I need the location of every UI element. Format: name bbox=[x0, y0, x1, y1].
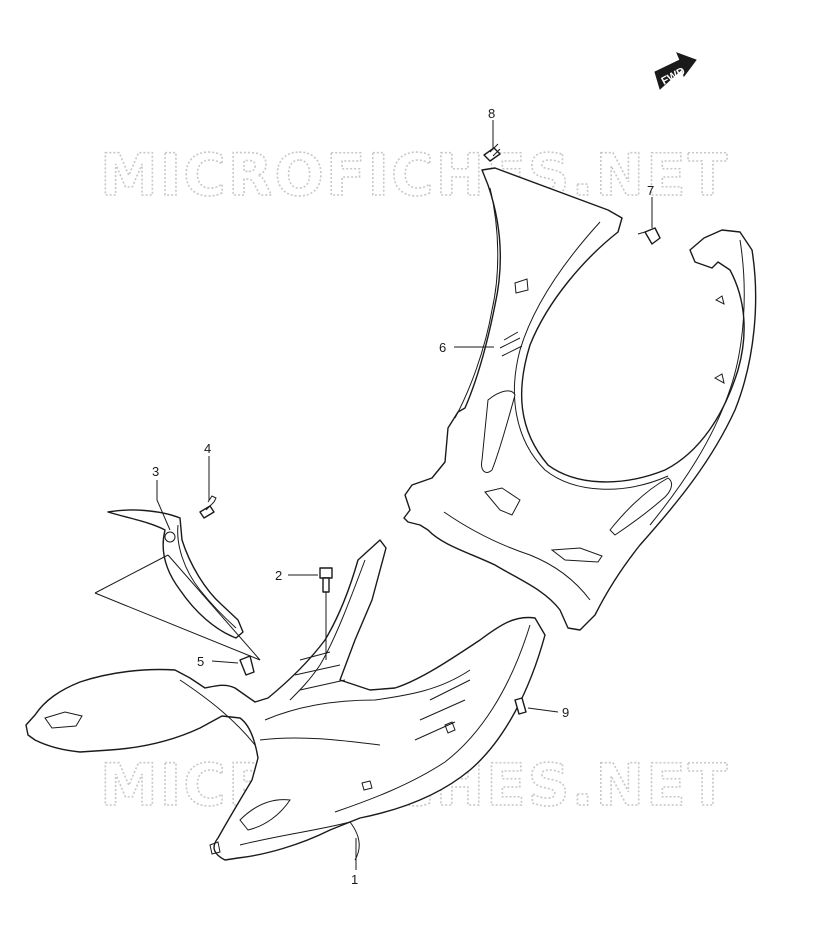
part-5-clip bbox=[239, 655, 255, 676]
callout-8: 8 bbox=[488, 106, 495, 121]
part-6-inner-cover bbox=[403, 167, 757, 631]
callout-9: 9 bbox=[562, 705, 569, 720]
callout-7: 7 bbox=[647, 183, 654, 198]
part-1-floor-panel bbox=[25, 539, 546, 861]
part-7-fastener bbox=[637, 227, 661, 245]
part-2-bolt bbox=[319, 567, 333, 660]
callout-1: 1 bbox=[351, 872, 358, 887]
callout-3: 3 bbox=[152, 464, 159, 479]
callout-2: 2 bbox=[275, 568, 282, 583]
callout-4: 4 bbox=[204, 441, 211, 456]
watermark-top: MICROFICHES.NET bbox=[100, 141, 729, 209]
fwd-direction-badge: FWD bbox=[654, 52, 697, 90]
callout-6: 6 bbox=[439, 340, 446, 355]
part-4-screw bbox=[199, 495, 217, 519]
part-9-clip bbox=[514, 697, 527, 715]
fwd-arrow-icon bbox=[654, 52, 697, 90]
part-3-side-cover bbox=[94, 509, 261, 661]
part-8-screw bbox=[483, 143, 501, 162]
callout-5: 5 bbox=[197, 654, 204, 669]
leader-lines bbox=[156, 120, 653, 870]
